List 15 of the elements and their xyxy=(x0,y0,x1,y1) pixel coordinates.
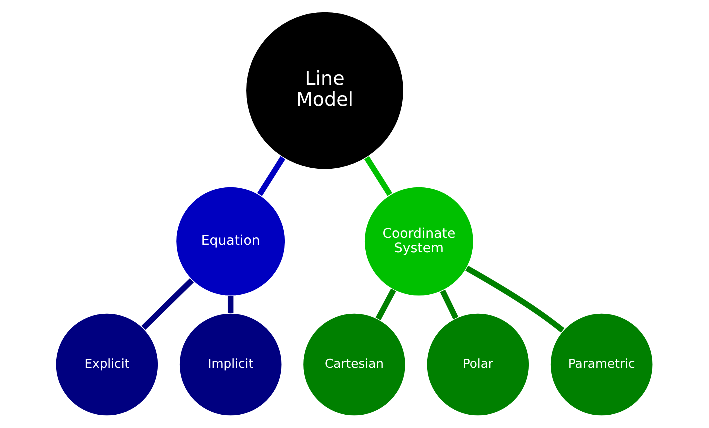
node-circle: Implicit xyxy=(179,312,283,417)
node-circle: Equation xyxy=(176,186,286,297)
node-circle: Parametric xyxy=(550,312,654,417)
node-circle: Polar xyxy=(426,312,530,417)
node-circle: Line Model xyxy=(246,11,404,170)
connector xyxy=(257,156,286,196)
connector xyxy=(440,290,459,320)
node-circle: Explicit xyxy=(55,312,160,417)
connector xyxy=(228,296,234,314)
connector xyxy=(376,288,396,320)
connector xyxy=(364,156,393,196)
connector xyxy=(466,266,565,333)
node-circle: Cartesian xyxy=(302,312,406,417)
connector xyxy=(142,278,194,330)
node-circle: Coordinate System xyxy=(364,186,474,297)
